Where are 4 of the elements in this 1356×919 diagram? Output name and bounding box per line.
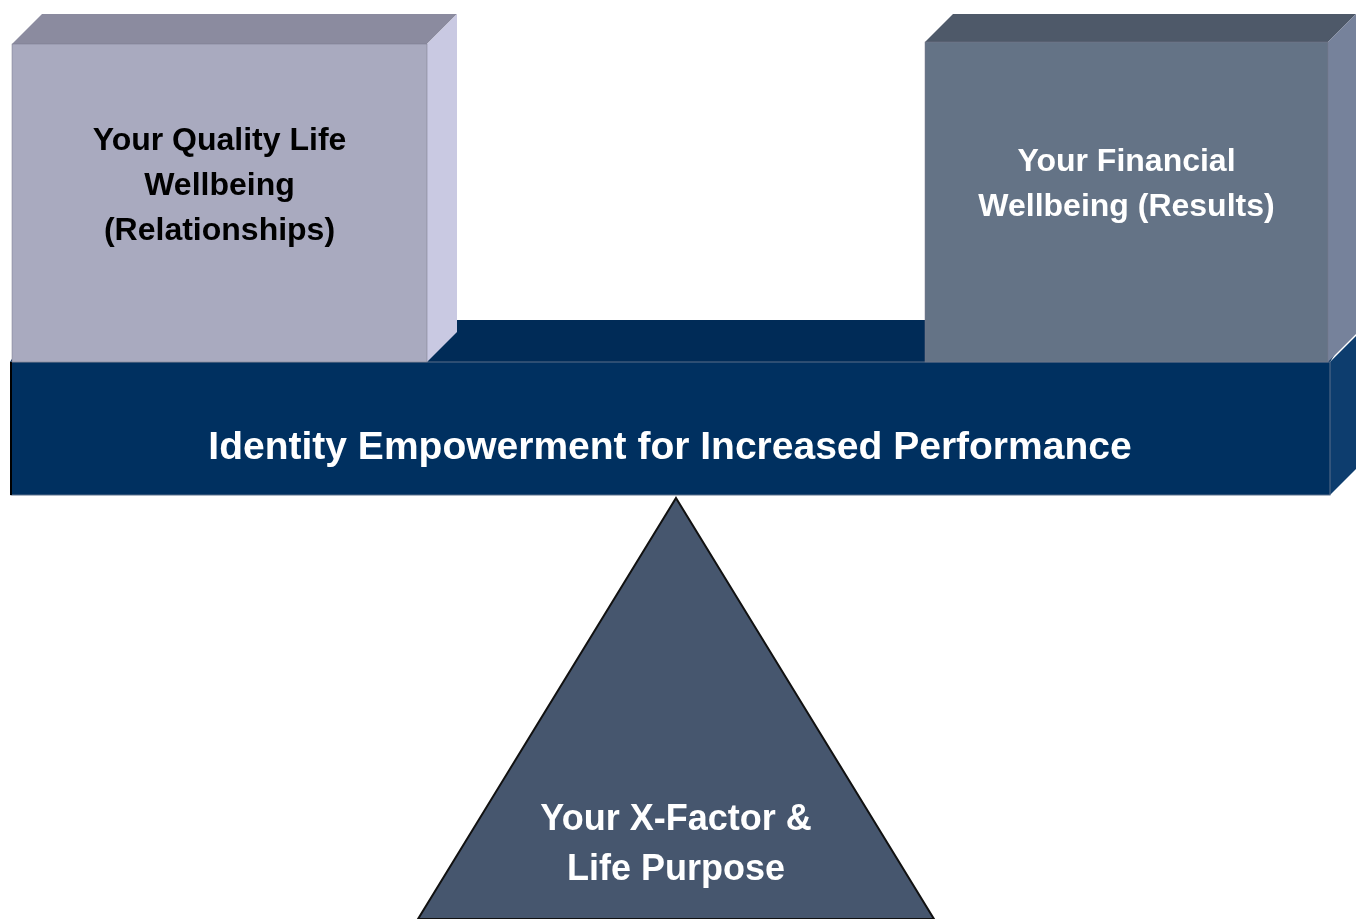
block-label: Identity Empowerment for Increased Performance bbox=[207, 422, 1133, 469]
block-label: Your Quality Life Wellbeing (Relationships) bbox=[91, 119, 348, 249]
block-label: Your X-Factor & Life Purpose bbox=[539, 795, 813, 891]
block-label: Your Financial Wellbeing (Results) bbox=[977, 141, 1276, 225]
